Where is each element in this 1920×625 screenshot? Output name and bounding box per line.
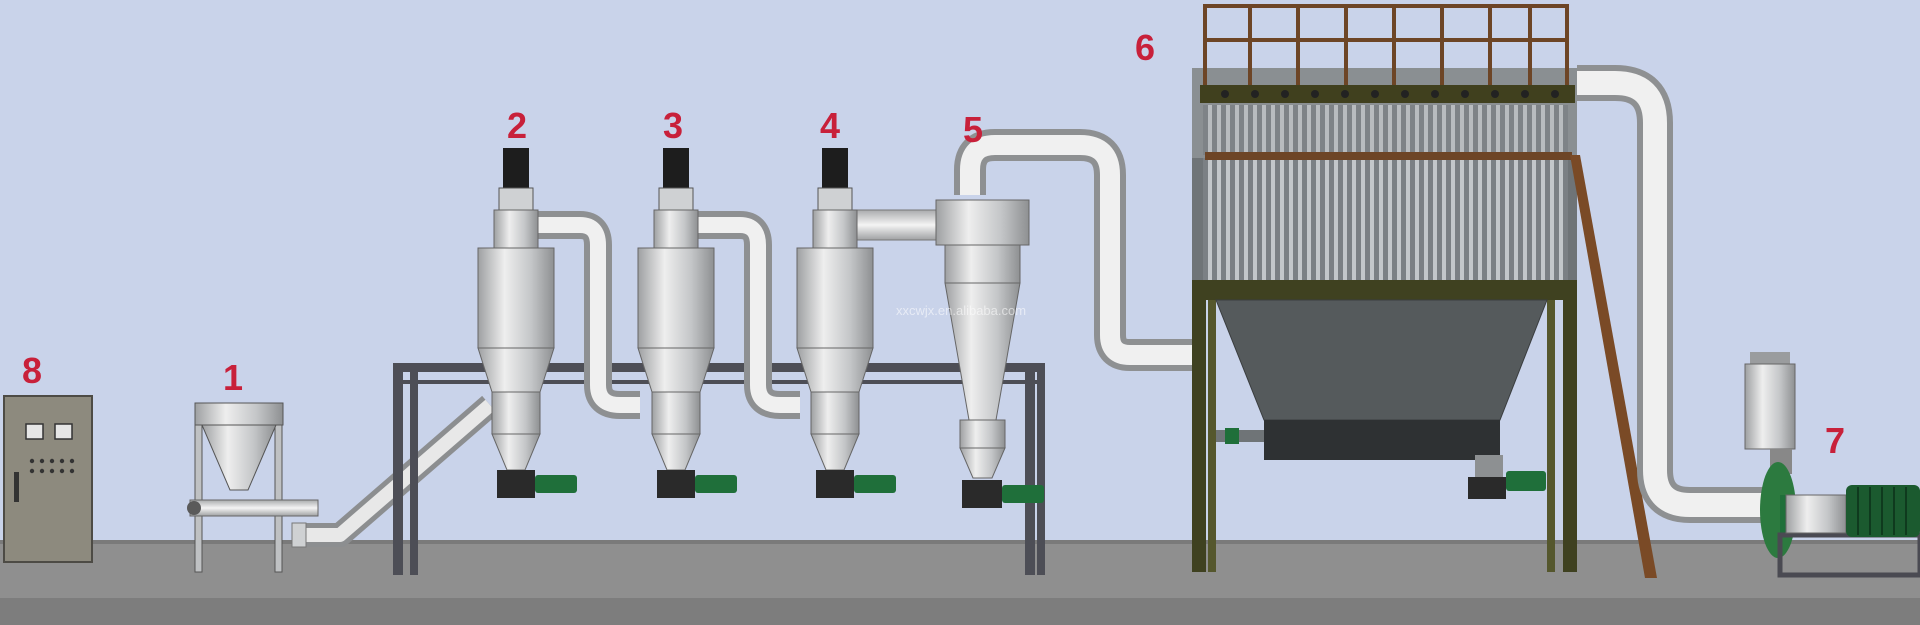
induced-draft-fan-icon bbox=[1744, 352, 1920, 578]
label-5: 5 bbox=[963, 109, 984, 150]
bag-filter-icon bbox=[1192, 4, 1657, 578]
classifier-icon bbox=[477, 148, 555, 471]
label-8: 8 bbox=[22, 350, 43, 391]
label-4: 4 bbox=[820, 105, 841, 146]
rotary-valve-icon bbox=[497, 470, 1044, 508]
conveyor-pipe bbox=[291, 395, 498, 548]
label-7: 7 bbox=[1825, 420, 1846, 461]
label-3: 3 bbox=[663, 105, 684, 146]
classifier-icon bbox=[796, 148, 874, 471]
watermark: xxcwjx.en.alibaba.com bbox=[896, 303, 1027, 318]
label-1: 1 bbox=[223, 357, 244, 398]
outlet-duct bbox=[1577, 65, 1770, 523]
label-6: 6 bbox=[1135, 27, 1156, 68]
cyclone-separator-icon bbox=[935, 129, 1200, 479]
classifier-pipes bbox=[535, 209, 939, 419]
support-frame bbox=[393, 363, 1045, 575]
classifier-icon bbox=[637, 148, 715, 471]
label-2: 2 bbox=[507, 105, 528, 146]
control-cabinet-icon bbox=[3, 395, 93, 563]
